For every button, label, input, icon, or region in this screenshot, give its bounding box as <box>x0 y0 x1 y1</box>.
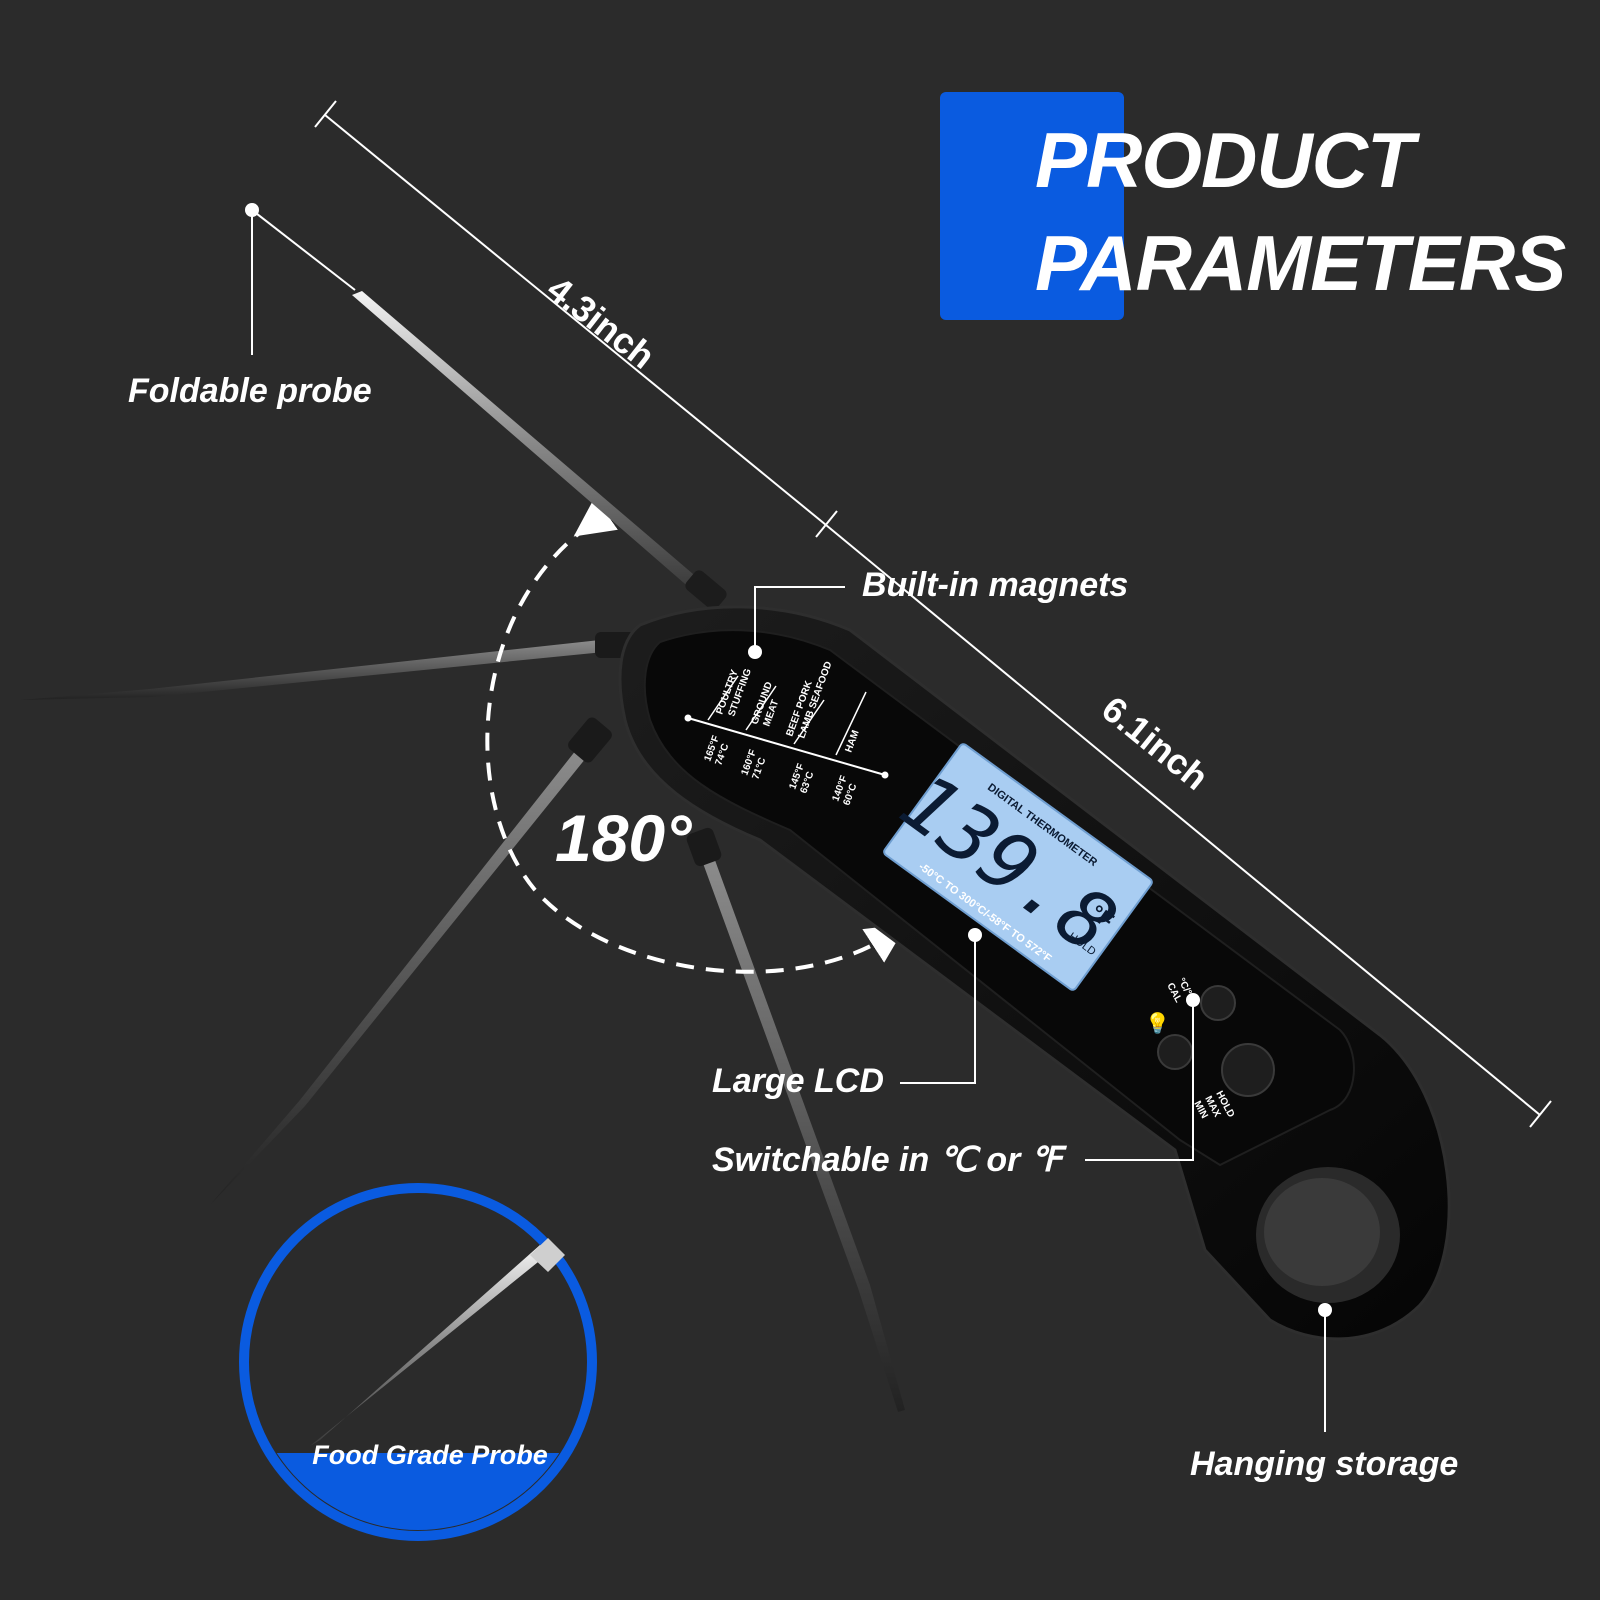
label-large-lcd: Large LCD <box>712 1062 884 1100</box>
lightbulb-icon: 💡 <box>1145 1011 1170 1035</box>
dimension-line-total <box>825 524 1552 1128</box>
rotation-arc <box>485 497 907 974</box>
callout-dots <box>245 203 1332 1317</box>
rotation-angle-label: 180° <box>555 801 692 875</box>
title-accent-block <box>940 92 1124 320</box>
title-line-2: PARAMETERS <box>1035 219 1566 307</box>
label-foldable-probe: Foldable probe <box>128 372 372 410</box>
label-hanging-storage: Hanging storage <box>1190 1445 1459 1483</box>
label-food-grade-probe: Food Grade Probe <box>312 1440 548 1470</box>
callout-lines <box>251 209 1326 1432</box>
probe-main <box>352 291 727 610</box>
hold-max-min-button[interactable] <box>1221 1043 1275 1097</box>
title-line-1: PRODUCT <box>1035 116 1415 204</box>
cf-cal-button[interactable] <box>1200 985 1236 1021</box>
backlight-button[interactable] <box>1157 1034 1193 1070</box>
probe-ghost-horizontal <box>20 632 635 700</box>
label-switchable-units: Switchable in ℃ or ℉ <box>712 1141 1063 1179</box>
food-grade-badge <box>239 1183 597 1541</box>
label-built-in-magnets: Built-in magnets <box>862 566 1129 604</box>
probe-ghost-diagonal <box>210 717 612 1205</box>
